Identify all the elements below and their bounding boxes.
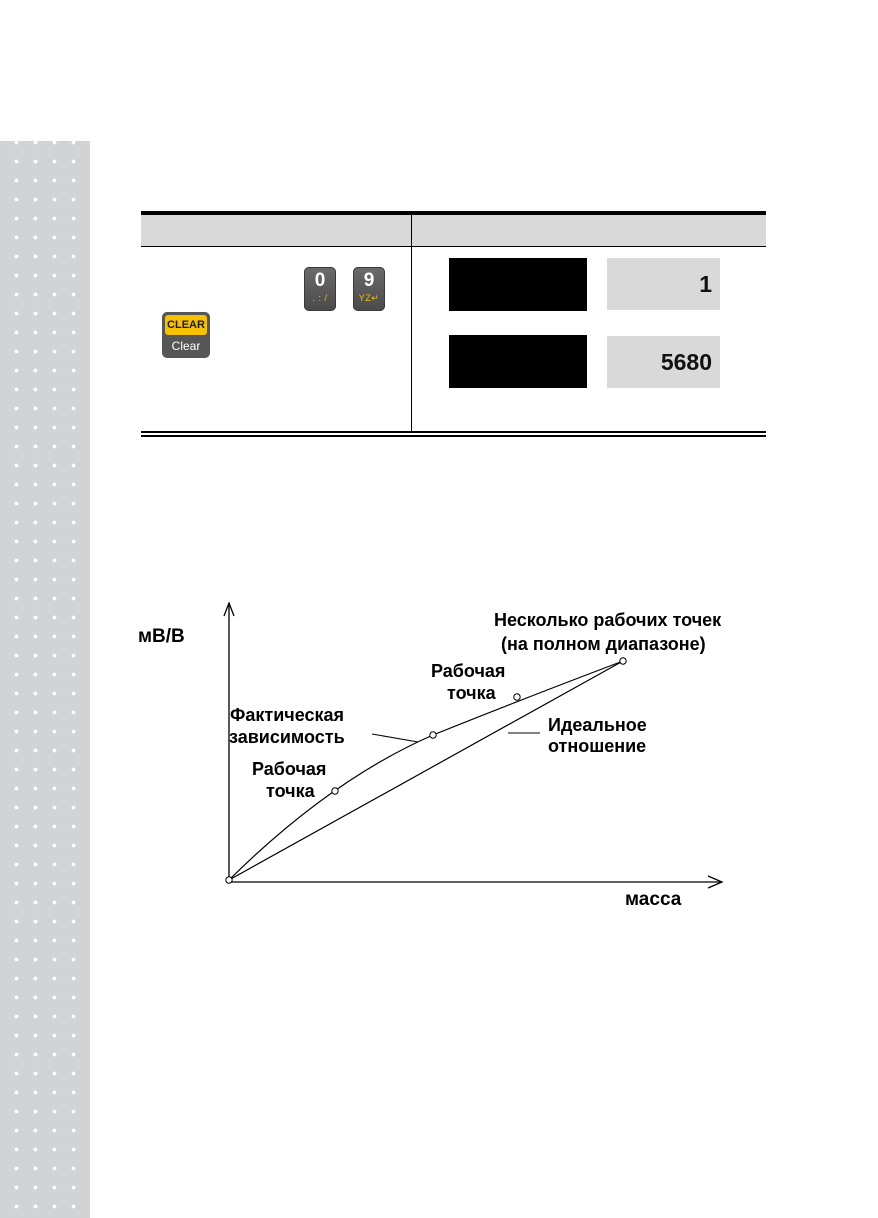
curve-point (429, 731, 437, 739)
table-column-divider (411, 215, 412, 433)
display-value-2: 5680 (607, 336, 720, 388)
y-axis-label: мВ/В (138, 626, 185, 647)
label-work-point-upper-line2: точка (447, 683, 497, 703)
label-work-point-upper-line1: Рабочая (431, 661, 505, 681)
side-margin-strip (0, 141, 90, 1218)
procedure-table: 0 . : / 9 YZ↵ CLEAR Clear 1 5680 (141, 211, 766, 437)
y-axis-arrow (223, 601, 235, 617)
label-work-point-lower-line2: точка (266, 781, 316, 801)
clear-key-top-label: CLEAR (165, 315, 207, 335)
label-ideal-line2: отношение (548, 736, 646, 756)
label-multi-points-line1: Несколько рабочих точек (494, 610, 722, 630)
x-axis-arrow (707, 875, 724, 889)
working-point-lower (331, 787, 339, 795)
key-9-button[interactable]: 9 YZ↵ (353, 267, 385, 311)
full-range-point (619, 657, 627, 665)
label-multi-points-line2: (на полном диапазоне) (501, 634, 706, 654)
label-actual-line1: Фактическая (230, 705, 344, 725)
key-9-label: 9 (363, 270, 375, 291)
clear-key-button[interactable]: CLEAR Clear (162, 312, 210, 358)
key-0-label: 0 (314, 270, 326, 291)
table-header-row (141, 215, 766, 247)
working-point-upper (513, 693, 521, 701)
display-black-panel-1 (449, 258, 587, 311)
table-bottom-rule (141, 431, 766, 433)
label-ideal-line1: Идеальное (548, 715, 647, 735)
key-9-sublabel: YZ↵ (358, 293, 380, 303)
display-black-panel-2 (449, 335, 587, 388)
key-0-sublabel: . : / (312, 293, 328, 303)
key-0-button[interactable]: 0 . : / (304, 267, 336, 311)
clear-key-bottom-label: Clear (171, 339, 201, 353)
table-bottom-rule-double (141, 435, 766, 437)
label-actual-line2: зависимость (229, 727, 345, 747)
origin-point (225, 876, 233, 884)
table-top-rule (141, 211, 766, 215)
ideal-relation-line (228, 660, 624, 881)
leader-actual (371, 733, 419, 743)
x-axis-label: масса (625, 889, 682, 910)
display-value-1: 1 (607, 258, 720, 310)
label-work-point-lower-line1: Рабочая (252, 759, 326, 779)
